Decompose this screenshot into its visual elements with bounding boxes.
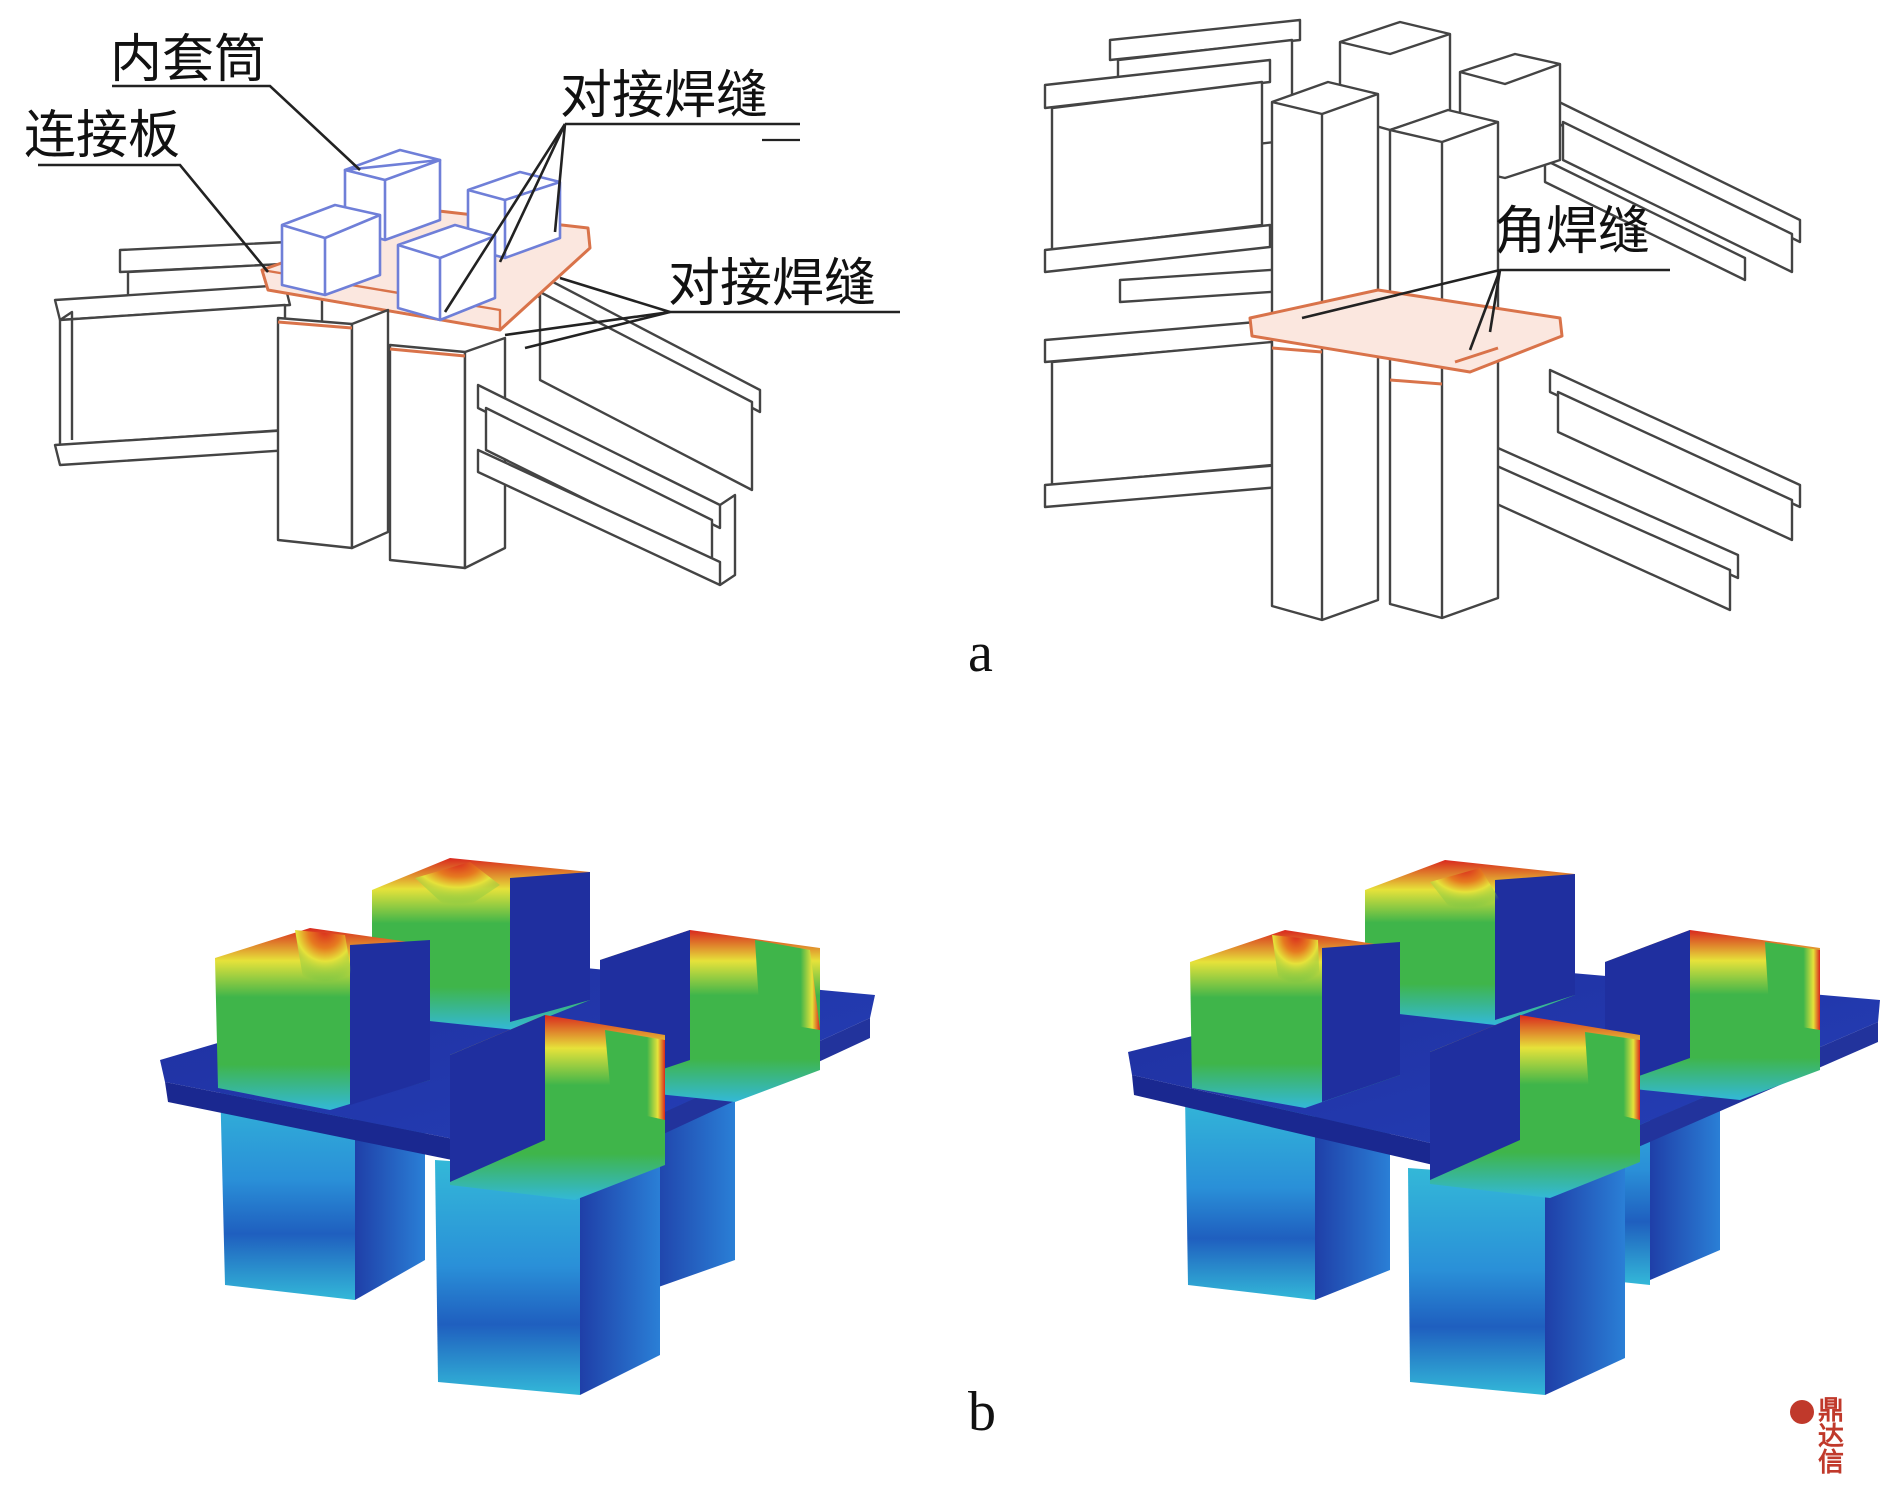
label-butt-weld-side: 对接焊缝: [668, 254, 877, 314]
panel-b-letter: b: [968, 1381, 996, 1443]
columns-left: [276, 308, 507, 570]
label-fillet-weld: 角焊缝: [1494, 202, 1651, 262]
fea-sleeve-left: [215, 928, 430, 1110]
beams-lower-right-drawing: [1043, 266, 1802, 612]
label-inner-sleeve: 内套筒: [110, 30, 267, 90]
panel-b-fea-renders: [160, 858, 1880, 1395]
fea-model-right: [1128, 860, 1880, 1395]
watermark-logo-icon: [1790, 1400, 1814, 1424]
left-joint-drawing: [53, 148, 762, 587]
label-butt-weld-top: 对接焊缝: [560, 66, 769, 126]
fea-sleeve-front: [450, 1015, 665, 1200]
fea-sleeve-back-right: [1365, 860, 1575, 1025]
fea-sleeve-right-right: [1605, 930, 1820, 1100]
fea-sleeve-front-right: [1430, 1015, 1640, 1198]
fea-sleeve-left-right: [1190, 930, 1400, 1108]
right-joint-drawing: [1043, 18, 1802, 622]
beam-front-left: [53, 283, 292, 467]
fea-model-left: [160, 858, 875, 1395]
leader-lines-left: [38, 84, 900, 350]
inner-sleeves-left: [280, 148, 562, 322]
leader-lines-right: [1301, 268, 1670, 351]
panel-a-drawings: .ln { fill:#ffffff; stroke:#444; stroke-…: [38, 18, 1802, 622]
beams-back-right-drawing: [1043, 18, 1802, 282]
beam-front-right: [476, 383, 737, 587]
panel-a-letter: a: [968, 622, 993, 684]
figure: .ln { fill:#ffffff; stroke:#444; stroke-…: [24, 18, 1880, 1476]
label-connection-plate: 连接板: [24, 106, 181, 166]
watermark-text: 鼎达信: [1818, 1396, 1845, 1478]
